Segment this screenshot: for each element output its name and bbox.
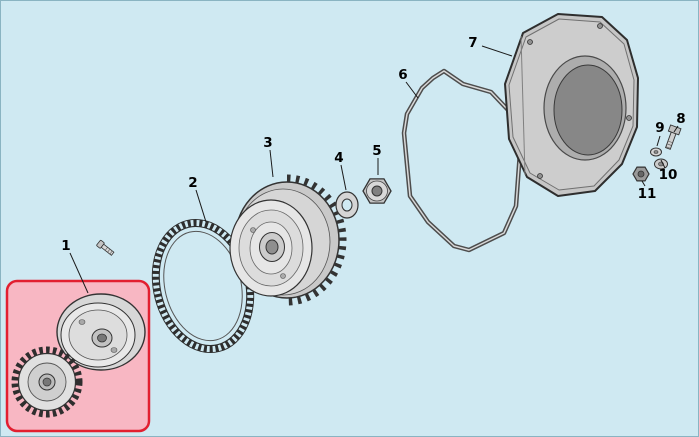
nut-hole (371, 185, 383, 197)
leader-line-3 (269, 149, 274, 178)
flywheel-bolt-hole (250, 227, 256, 233)
part-label-5: 5 (372, 143, 381, 159)
drum-hole-detail (78, 319, 86, 325)
part-label-1: 1 (61, 238, 70, 254)
part-labels: 1 2 3 4 5 6 7 8 9 10 11 (61, 35, 685, 254)
leader-line-7 (481, 45, 513, 57)
bolt-thread (665, 146, 671, 149)
nut-hole (637, 170, 645, 178)
part-label-2: 2 (188, 175, 197, 191)
part-label-6: 6 (398, 67, 407, 83)
housing-screw-hole (527, 39, 533, 45)
washer-hole (341, 198, 353, 212)
part-label-10: 10 (659, 167, 678, 183)
part-label-4: 4 (334, 150, 343, 166)
leader-line-6 (405, 81, 419, 99)
housing-screw-hole (597, 23, 603, 29)
screw-fastener (96, 239, 115, 256)
gear-hub-hole (42, 377, 52, 387)
washer-hole (653, 150, 659, 154)
flywheel-fins (286, 174, 347, 306)
leader-line-4 (340, 164, 347, 191)
leader-line-2 (195, 189, 207, 223)
flywheel-hub-hole (265, 239, 279, 255)
bolt-thread (666, 143, 672, 146)
part-label-8: 8 (676, 111, 685, 127)
screw-thread (107, 248, 111, 253)
part-11-nut (632, 166, 650, 182)
housing-flange-edge (520, 35, 526, 176)
screw-thread (109, 250, 113, 255)
leader-line-1 (69, 252, 89, 294)
part-label-7: 7 (468, 35, 477, 51)
drum-hole-detail (110, 347, 118, 353)
part-label-11: 11 (638, 186, 657, 202)
gasket-highlight (403, 70, 521, 251)
part-1-gear-wheel (11, 346, 83, 418)
screw-thread (104, 247, 108, 251)
part-label-3: 3 (263, 135, 272, 151)
part-3-flywheel (229, 174, 347, 306)
leader-line-11 (641, 180, 646, 187)
bolt-thread (667, 140, 673, 144)
screw-head (96, 239, 105, 249)
part-7-housing (504, 13, 639, 197)
part-label-9: 9 (655, 120, 664, 136)
housing-screw-hole (626, 115, 632, 121)
leader-line-8 (673, 125, 679, 133)
part-9-washer (650, 147, 662, 157)
drum-hub-hole (97, 333, 107, 343)
part-8-bolt (664, 124, 682, 150)
leader-line-9 (656, 135, 661, 147)
bolt-head (667, 124, 682, 136)
leader-line-10 (660, 159, 666, 169)
flywheel-bolt-hole (280, 273, 286, 279)
part-1-drum-assembly (56, 293, 146, 371)
leader-lines (69, 45, 679, 294)
part-6-gasket (401, 68, 523, 253)
housing-opening (553, 64, 623, 156)
part-4-washer (335, 191, 359, 219)
part-5-nut (362, 178, 392, 204)
housing-screw-hole (537, 173, 543, 179)
gear-teeth (11, 346, 83, 418)
